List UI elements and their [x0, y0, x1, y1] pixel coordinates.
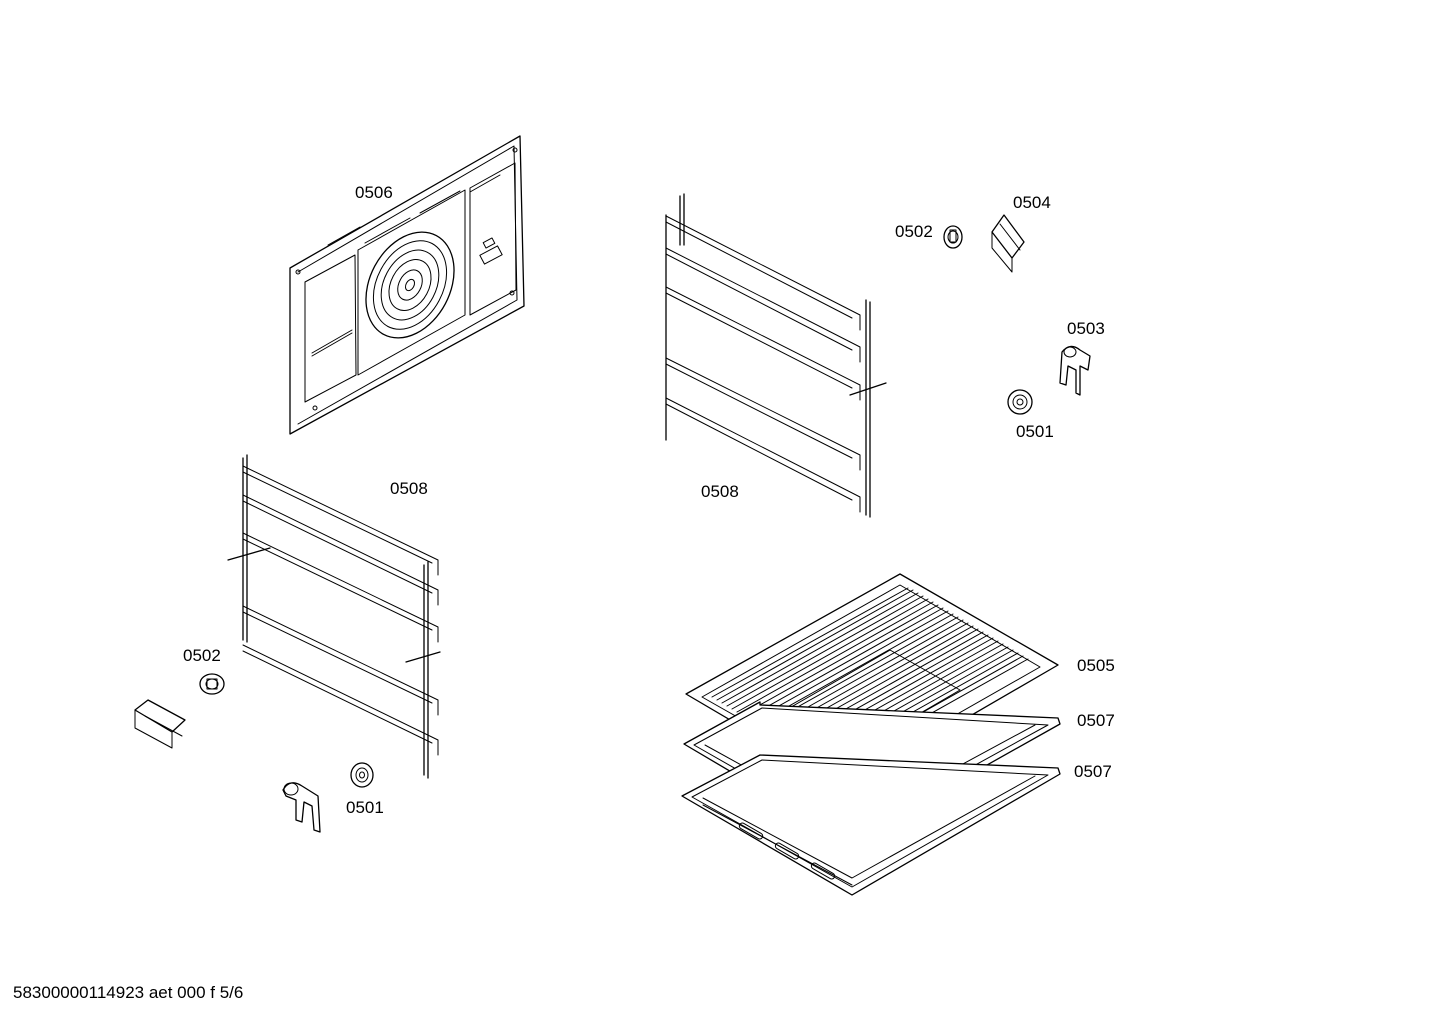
part-back-panel	[289, 135, 525, 435]
label-rail-left: 0508	[390, 479, 428, 498]
part-rail-right	[665, 193, 887, 518]
label-tray-upper: 0507	[1077, 711, 1115, 730]
label-bracket-right: 0504	[1013, 193, 1051, 212]
part-hook-right	[1059, 345, 1091, 396]
label-back-panel: 0506	[355, 183, 393, 202]
part-clip-left	[199, 673, 225, 695]
label-clip-left: 0502	[183, 646, 221, 665]
part-bracket-left	[134, 699, 186, 749]
label-clip-right: 0502	[895, 222, 933, 241]
label-hook-right: 0503	[1067, 319, 1105, 338]
label-tray-lower: 0507	[1074, 762, 1112, 781]
part-clip-right	[943, 225, 963, 249]
label-grid-shelf: 0505	[1077, 656, 1115, 675]
part-tray-lower	[681, 754, 1061, 896]
part-bracket-right	[991, 214, 1025, 273]
part-rail-left	[227, 454, 441, 779]
label-bush-right: 0501	[1016, 422, 1054, 441]
drawing-reference-footer: 58300000114923 aet 000 f 5/6	[13, 983, 244, 1002]
part-hook-left	[282, 782, 321, 833]
label-rail-right: 0508	[701, 482, 739, 501]
label-bush-left: 0501	[346, 798, 384, 817]
part-bush-right	[1007, 389, 1033, 415]
part-bush-left	[350, 762, 374, 788]
